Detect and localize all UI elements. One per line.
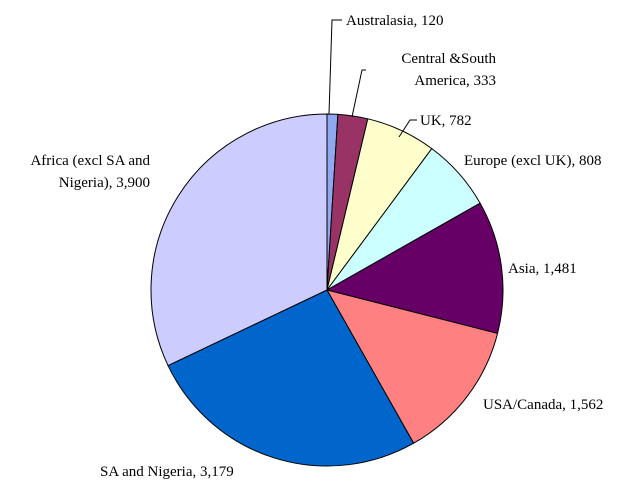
pie-slice-7 (150, 113, 328, 367)
slice-label-0: Australasia, 120 (346, 13, 443, 29)
slice-label-4: Asia, 1,481 (508, 261, 577, 277)
slice-label-5: USA/Canada, 1,562 (483, 397, 603, 413)
pie-slice-5 (325, 289, 499, 444)
slice-label-2: UK, 782 (420, 113, 472, 129)
pie-slice-6 (167, 289, 415, 467)
leader-line-2 (398, 119, 417, 138)
pie-slices (150, 113, 504, 467)
slice-label-3: Europe (excl UK), 808 (464, 153, 601, 169)
leader-line-1 (351, 69, 366, 118)
slice-label-6: SA and Nigeria, 3,179 (100, 464, 234, 480)
leader-line-0 (328, 19, 342, 115)
label-leader-lines (328, 19, 417, 138)
